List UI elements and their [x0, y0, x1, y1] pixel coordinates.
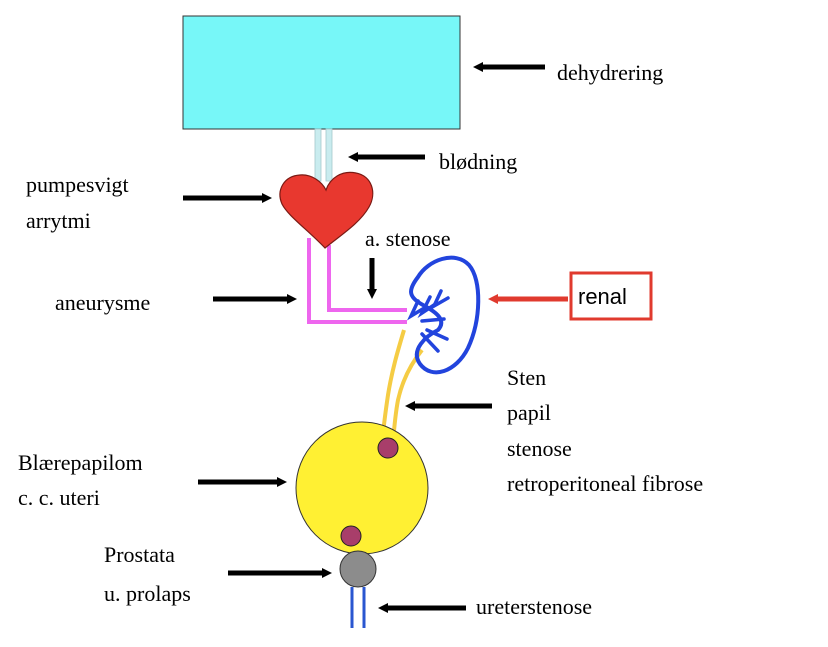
label-blaerepapilom: Blærepapilom [18, 450, 143, 475]
label-prostata: Prostata [104, 542, 175, 567]
label-sten: Sten [507, 365, 546, 390]
heart-icon [279, 171, 374, 249]
label-retroperitoneal-fibrose: retroperitoneal fibrose [507, 471, 703, 496]
bladder-icon [295, 421, 429, 555]
label-stenose: stenose [507, 436, 572, 461]
label-aneurysme: aneurysme [55, 290, 150, 315]
label-arrytmi: arrytmi [26, 208, 91, 233]
renal-papillae [406, 289, 450, 353]
stone-lower [340, 525, 362, 547]
urethra [350, 587, 366, 628]
kidney-icon [409, 255, 481, 375]
fluid-reservoir [182, 15, 461, 130]
renal-box [569, 271, 653, 321]
aorta-vessel [307, 238, 407, 324]
label-blodning: blødning [439, 149, 517, 174]
stone-upper [377, 437, 399, 459]
label-renal: renal [578, 284, 627, 309]
label-c-c-uteri: c. c. uteri [18, 485, 100, 510]
label-pumpesvigt: pumpesvigt [26, 172, 129, 197]
label-ureterstenose: ureterstenose [476, 594, 592, 619]
label-papil: papil [507, 400, 551, 425]
arrows [183, 62, 545, 613]
prostate-icon [339, 550, 377, 588]
label-u-prolaps: u. prolaps [104, 581, 191, 606]
label-dehydrering: dehydrering [557, 60, 663, 85]
label-a-stenose: a. stenose [365, 226, 451, 251]
tube-to-heart [314, 128, 333, 182]
